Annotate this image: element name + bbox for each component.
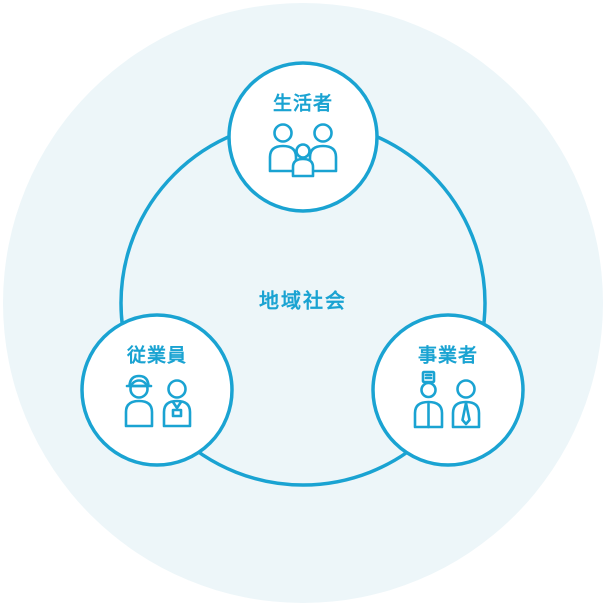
node-businesses-label: 事業者 [418, 344, 478, 367]
node-residents-label: 生活者 [273, 92, 333, 115]
node-businesses-circle [371, 313, 525, 467]
node-employees-circle [80, 313, 234, 467]
center-label: 地域社会 [259, 289, 347, 313]
business-people-icon [413, 370, 481, 429]
node-residents-circle [227, 61, 379, 213]
workers-icon [124, 374, 192, 428]
family-icon [268, 123, 338, 178]
node-residents: 生活者 [227, 61, 379, 213]
node-businesses: 事業者 [371, 313, 525, 467]
node-employees-label: 従業員 [126, 344, 187, 367]
node-employees: 従業員 [80, 313, 234, 467]
